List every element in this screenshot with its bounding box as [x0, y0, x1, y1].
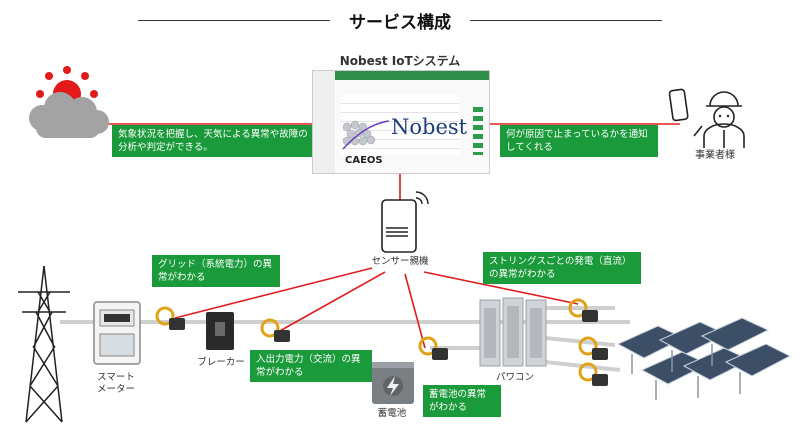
weather-icon — [29, 66, 109, 138]
caeos-logo: CAEOS — [345, 155, 383, 166]
screen-buttons — [473, 107, 483, 155]
operator-icon — [668, 88, 745, 148]
breaker-label: ブレーカー — [197, 357, 245, 368]
data-links — [108, 123, 680, 349]
smart-meter-label-line1: スマート — [97, 372, 135, 383]
system-name: Nobest IoTシステム — [339, 54, 461, 68]
operator-label: 事業者様 — [695, 150, 735, 161]
battery-label: 蓄電池 — [377, 408, 407, 419]
io-power-note: 入出力電力（交流）の異常がわかる — [250, 350, 372, 382]
clamp-sensor-grid-icon — [155, 306, 185, 330]
solar-cells-graphic — [342, 120, 390, 150]
screen-topbar — [335, 71, 489, 80]
solar-panels-icon — [616, 317, 792, 400]
clamp-sensor-string-1-icon — [568, 298, 598, 322]
strings-note: ストリングスごとの発電（直流）の異常がわかる — [483, 252, 641, 284]
grid-note: グリッド（系統電力）の異常がわかる — [152, 255, 280, 287]
title-rule-right — [470, 20, 662, 21]
breaker-icon — [206, 312, 234, 350]
clamp-sensor-string-2-icon — [578, 336, 608, 360]
battery-note: 蓄電池の異常がわかる — [423, 385, 501, 417]
sensor-hub-icon — [381, 191, 429, 253]
nobest-logo: Nobest — [391, 115, 468, 139]
page-title: サービス構成 — [349, 13, 451, 33]
clamp-sensor-io-icon — [260, 318, 290, 342]
transmission-tower-icon — [18, 266, 70, 423]
clamp-sensor-string-3-icon — [578, 362, 608, 386]
sensor-hub-label: センサー親機 — [371, 256, 429, 267]
notify-note: 何が原因で止まっているかを通知してくれる — [500, 125, 658, 157]
power-conditioner-icon — [479, 297, 547, 367]
smart-meter-icon — [93, 301, 141, 365]
clamp-sensor-battery-icon — [418, 336, 448, 360]
power-conditioner-label: パワコン — [495, 372, 534, 383]
smart-meter-label-line2: メーター — [96, 384, 135, 395]
battery-storage-icon — [372, 362, 414, 404]
system-screen: Nobest CAEOS — [312, 70, 490, 174]
title-rule-left — [138, 20, 330, 21]
weather-note: 気象状況を把握し、天気による異常や故障の分析や判定ができる。 — [112, 125, 317, 157]
screen-sidebar — [313, 71, 335, 173]
